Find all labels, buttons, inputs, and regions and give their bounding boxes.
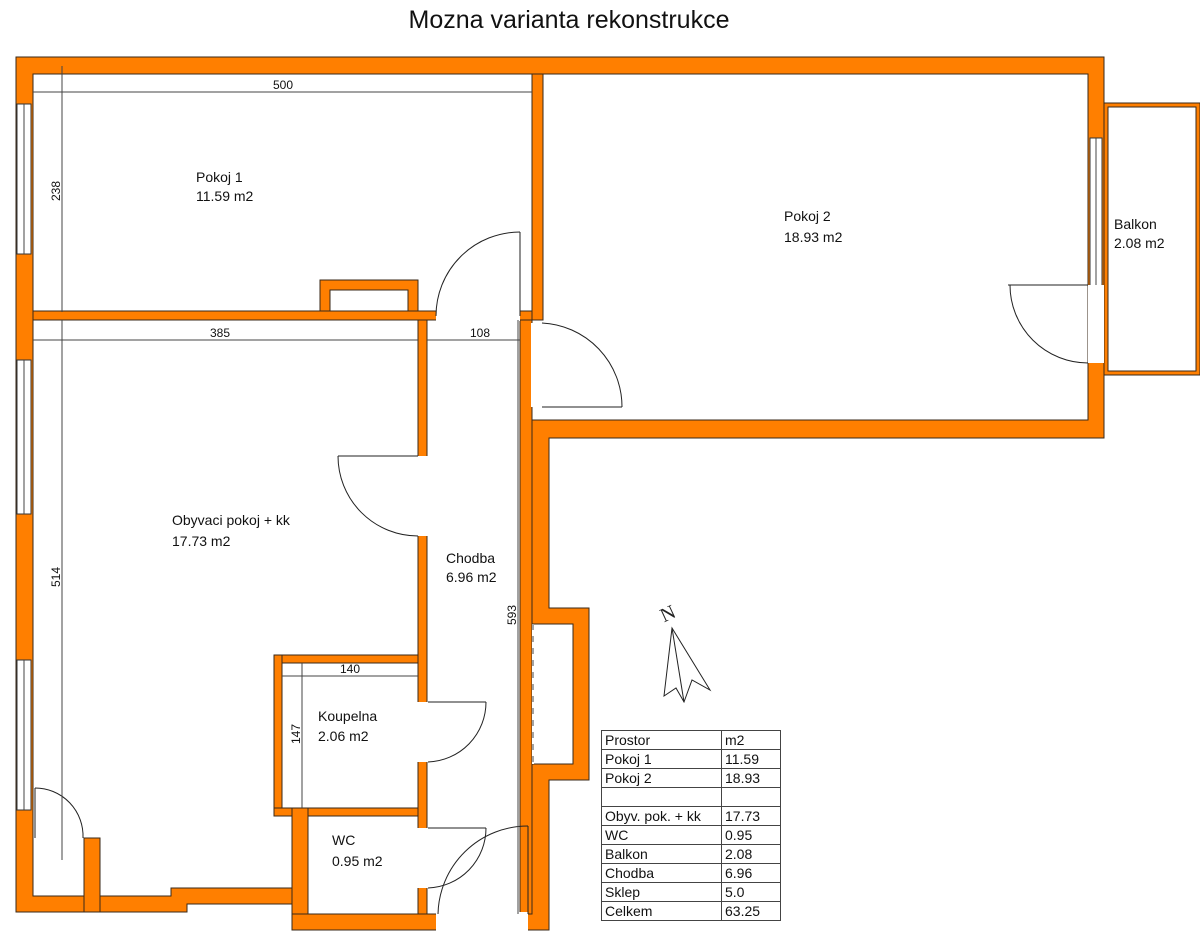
table-cell: 63.25 <box>721 901 781 921</box>
svg-text:N: N <box>657 601 679 627</box>
wall-niche-inner <box>329 289 409 312</box>
room-name-pokoj1: Pokoj 1 <box>196 169 243 185</box>
wall-hall-left <box>417 319 428 915</box>
page-title: Mozna varianta rekonstrukce <box>408 6 730 34</box>
north-arrow-icon: N <box>657 601 712 704</box>
door-balcony <box>1008 284 1089 364</box>
dimension-385: 385 <box>33 320 418 860</box>
table-cell <box>721 787 781 807</box>
room-name-koupelna: Koupelna <box>318 708 377 724</box>
dimension-140: 140 <box>282 662 418 677</box>
wall-corner-stub <box>83 837 101 913</box>
table-cell: WC <box>601 825 722 845</box>
door-wc <box>427 827 487 889</box>
door-gap-bath <box>417 702 428 762</box>
room-area-pokoj1: 11.59 m2 <box>196 188 254 204</box>
room-name-living: Obyvaci pokoj + kk <box>172 512 291 528</box>
table-cell: Chodba <box>601 863 722 883</box>
table-row: Celkem 63.25 <box>601 901 781 921</box>
wall-bath-left <box>273 654 283 810</box>
room-area-living: 17.73 m2 <box>172 533 231 549</box>
door-gap-balcony <box>1088 285 1104 363</box>
table-cell: Pokoj 1 <box>601 749 722 769</box>
table-cell: 0.95 <box>721 825 781 845</box>
door-living <box>337 455 419 537</box>
door-gap-corner <box>35 838 83 852</box>
room-area-balkon: 2.08 m2 <box>1114 235 1165 251</box>
svg-text:385: 385 <box>210 326 230 340</box>
room-name-balkon: Balkon <box>1114 216 1157 232</box>
table-cell: Obyv. pok. + kk <box>601 806 722 826</box>
room-name-pokoj2: Pokoj 2 <box>784 208 831 224</box>
svg-text:147: 147 <box>289 724 303 744</box>
door-entrance <box>437 825 529 915</box>
table-cell: Prostor <box>601 730 722 750</box>
door-corner <box>34 787 84 839</box>
wall-pokoj1-right <box>531 73 544 321</box>
area-table: Prostor m2 Pokoj 1 11.59 Pokoj 2 18.93 O… <box>601 730 781 921</box>
table-row <box>601 787 781 807</box>
room-area-koupelna: 2.06 m2 <box>318 728 369 744</box>
table-row: Sklep 5.0 <box>601 882 781 902</box>
table-row: Obyv. pok. + kk 17.73 <box>601 806 781 826</box>
door-gap-entrance <box>436 912 528 932</box>
dimension-500: 500 <box>33 66 532 312</box>
svg-text:140: 140 <box>340 662 360 676</box>
svg-text:514: 514 <box>49 567 63 587</box>
table-row: Pokoj 2 18.93 <box>601 768 781 788</box>
table-cell: 5.0 <box>721 882 781 902</box>
table-row: Chodba 6.96 <box>601 863 781 883</box>
wall-wc-left <box>291 807 309 915</box>
door-gap-pokoj2 <box>531 323 544 407</box>
outer-wall <box>15 56 1105 931</box>
table-cell: Sklep <box>601 882 722 902</box>
door-pokoj1 <box>435 231 521 317</box>
door-gap-wc <box>417 828 428 888</box>
dimension-238: 238 <box>49 181 63 201</box>
door-pokoj2 <box>541 322 623 408</box>
table-cell: 11.59 <box>721 749 781 769</box>
wall-bath-bottom <box>273 807 419 817</box>
room-area-pokoj2: 18.93 m2 <box>784 229 843 245</box>
room-name-chodba: Chodba <box>446 550 495 566</box>
room-area-chodba: 6.96 m2 <box>446 569 497 585</box>
table-cell: Pokoj 2 <box>601 768 722 788</box>
table-header-row: Prostor m2 <box>601 730 781 750</box>
dimension-593: 593 <box>505 320 519 914</box>
table-cell: 6.96 <box>721 863 781 883</box>
door-gap-living <box>417 456 428 536</box>
wall-hall-right <box>519 319 533 915</box>
door-gap-pokoj1 <box>436 310 520 321</box>
table-cell: 2.08 <box>721 844 781 864</box>
door-bath <box>427 701 487 763</box>
dimension-147: 147 <box>289 663 303 808</box>
table-cell: m2 <box>721 730 781 750</box>
table-cell: Celkem <box>601 901 722 921</box>
dimension-514: 514 <box>49 567 63 587</box>
dimension-108: 108 <box>427 326 520 341</box>
table-row: Balkon 2.08 <box>601 844 781 864</box>
svg-text:108: 108 <box>470 326 490 340</box>
room-name-wc: WC <box>332 832 355 848</box>
table-cell: Balkon <box>601 844 722 864</box>
balcony-floor <box>1107 106 1197 372</box>
svg-text:593: 593 <box>505 605 519 625</box>
table-cell: 17.73 <box>721 806 781 826</box>
table-cell <box>601 787 722 807</box>
table-cell: 18.93 <box>721 768 781 788</box>
svg-text:500: 500 <box>273 78 293 92</box>
niche-opening <box>532 624 534 764</box>
table-row: Pokoj 1 11.59 <box>601 749 781 769</box>
table-row: WC 0.95 <box>601 825 781 845</box>
svg-text:238: 238 <box>49 181 63 201</box>
room-area-wc: 0.95 m2 <box>332 853 383 869</box>
